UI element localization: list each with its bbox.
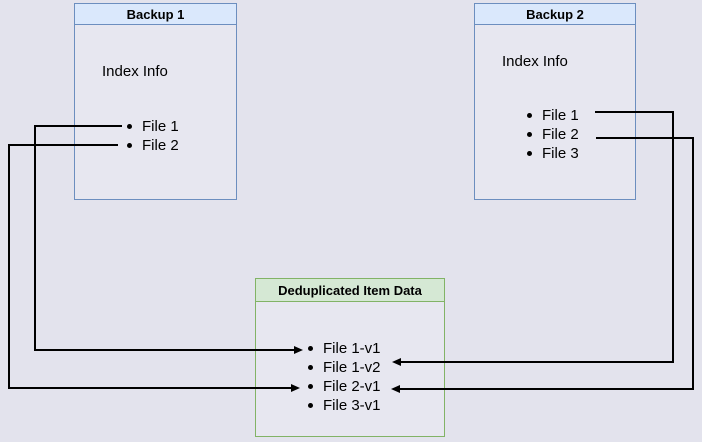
- bullet-icon: [527, 113, 532, 118]
- bullet-icon: [308, 365, 313, 370]
- backup2-index-info-label: Index Info: [502, 53, 568, 70]
- file-label: File 1: [542, 107, 579, 124]
- bullet-icon: [308, 346, 313, 351]
- backup2-file-list: File 1 File 2 File 3: [475, 106, 635, 163]
- list-item: File 1: [75, 117, 236, 136]
- list-item: File 2-v1: [256, 377, 444, 396]
- dedup-item-list: File 1-v1 File 1-v2 File 2-v1 File 3-v1: [256, 339, 444, 415]
- bullet-icon: [527, 132, 532, 137]
- bullet-icon: [308, 384, 313, 389]
- backup2-box: Backup 2 Index Info File 1 File 2 File 3: [474, 3, 636, 200]
- list-item: File 2: [475, 125, 635, 144]
- file-label: File 2: [142, 137, 179, 154]
- backup2-title: Backup 2: [475, 4, 635, 25]
- list-item: File 1-v2: [256, 358, 444, 377]
- file-label: File 1: [142, 118, 179, 135]
- file-label: File 3-v1: [323, 397, 381, 414]
- dedup-box: Deduplicated Item Data File 1-v1 File 1-…: [255, 278, 445, 437]
- file-label: File 1-v2: [323, 359, 381, 376]
- backup1-box: Backup 1 Index Info File 1 File 2: [74, 3, 237, 200]
- file-label: File 2-v1: [323, 378, 381, 395]
- backup1-title: Backup 1: [75, 4, 236, 25]
- list-item: File 3: [475, 144, 635, 163]
- bullet-icon: [127, 124, 132, 129]
- file-label: File 3: [542, 145, 579, 162]
- backup1-file-list: File 1 File 2: [75, 117, 236, 155]
- list-item: File 1: [475, 106, 635, 125]
- list-item: File 1-v1: [256, 339, 444, 358]
- bullet-icon: [308, 403, 313, 408]
- bullet-icon: [527, 151, 532, 156]
- file-label: File 2: [542, 126, 579, 143]
- list-item: File 3-v1: [256, 396, 444, 415]
- dedup-title: Deduplicated Item Data: [256, 279, 444, 302]
- bullet-icon: [127, 143, 132, 148]
- list-item: File 2: [75, 136, 236, 155]
- backup1-index-info-label: Index Info: [102, 63, 168, 80]
- file-label: File 1-v1: [323, 340, 381, 357]
